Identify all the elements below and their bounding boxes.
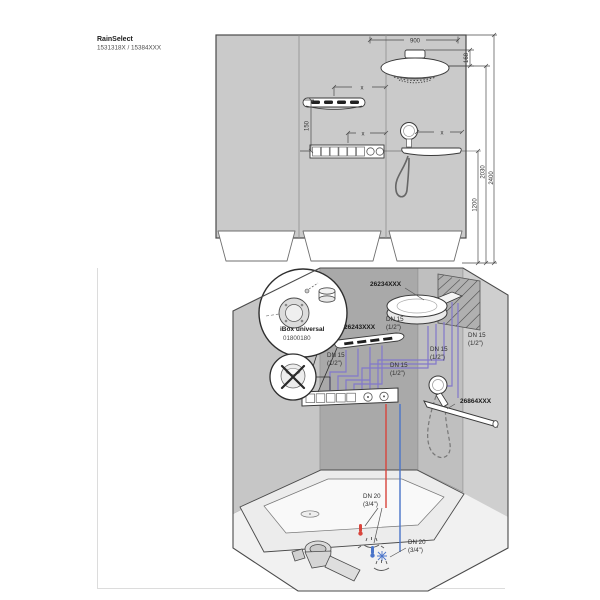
installation-diagram: iBox universal 01800180 [232,267,509,592]
dim-x3-label: x [441,131,444,137]
dim-900-label: 900 [410,39,421,45]
bathtub-silhouettes [217,230,463,262]
shower-hose [394,155,410,198]
dn15-l1: DN 15 [386,316,404,323]
page-subtitle: 1531318X / 15384XXX [97,45,162,52]
snowflake-icon [377,551,387,561]
dn15-label-5: DN 15 (1/2") [468,332,486,347]
screw-icon [304,288,310,294]
dn20-l2: (3/4") [363,501,378,508]
hot-thermometer-icon [359,524,362,532]
overhead-shower-round-elev [380,49,450,84]
dn15-label-3: DN 15 (1/2") [390,362,408,377]
dn20-label-2: DN 20 (3/4") [408,539,426,554]
dim-x2-label: x [362,132,365,138]
waste-assembly [291,540,361,582]
cartridge-warning-callout [269,353,331,401]
part-label-overhead-round: 26234XXX [370,281,402,288]
bathtub [239,469,465,553]
room-outline [232,267,509,592]
page-title: RainSelect [97,36,133,43]
hand-shower-hose [427,395,451,459]
supply-pipes [329,302,459,398]
shower-control-trim-iso [301,387,399,407]
dim-2030-label: 2030 [481,165,487,179]
leader-lines [364,287,456,558]
dn15-l2: (1/2") [468,340,483,347]
dn15-l1: DN 15 [468,332,486,339]
dn15-l2: (1/2") [390,370,405,377]
hand-shower-elev [394,122,462,198]
dn15-l2: (1/2") [386,324,401,331]
dn15-l2: (1/2") [327,360,342,367]
ibox-detail-callout: iBox universal 01800180 [258,268,348,393]
dn15-label-2: DN 15 (1/2") [327,352,345,367]
cross-out-icon [280,364,306,390]
water-splash-icon [373,560,390,571]
part-label-hand-shower: 26864XXX [460,398,492,405]
dim-2400-label: 2400 [489,171,495,185]
overhead-shower-round-iso [386,291,464,325]
dim-150-label: 150 [305,120,311,131]
dimension-lines [300,32,497,266]
cold-supply-icons [370,546,390,571]
dn15-l1: DN 15 [390,362,408,369]
ibox-name-label: iBox universal [280,326,325,333]
dn15-label-1: DN 15 (1/2") [386,316,404,331]
dn15-l1: DN 15 [430,346,448,353]
dim-168-label: 168 [464,52,470,63]
dn20-l1: DN 20 [363,493,381,500]
shower-control-trim-elev [309,144,385,159]
hand-shower-iso [423,375,499,459]
dim-1200-label: 1200 [473,198,479,212]
dn20-l2: (3/4") [408,547,423,554]
part-label-overhead-flat: 26243XXX [344,324,376,331]
ibox-code-label: 01800180 [283,335,311,342]
overhead-shower-flat-elev [302,97,366,110]
dim-x1-label: x [361,86,364,92]
dn15-l1: DN 15 [327,352,345,359]
elevation-diagram: 900 168 1200 2030 2400 x x x 150 [215,32,497,266]
dn20-label-1: DN 20 (3/4") [363,493,381,508]
cold-thermometer-icon [371,546,374,554]
dn20-l1: DN 20 [408,539,426,546]
dn15-label-4: DN 15 (1/2") [430,346,448,361]
dn15-l2: (1/2") [430,354,445,361]
